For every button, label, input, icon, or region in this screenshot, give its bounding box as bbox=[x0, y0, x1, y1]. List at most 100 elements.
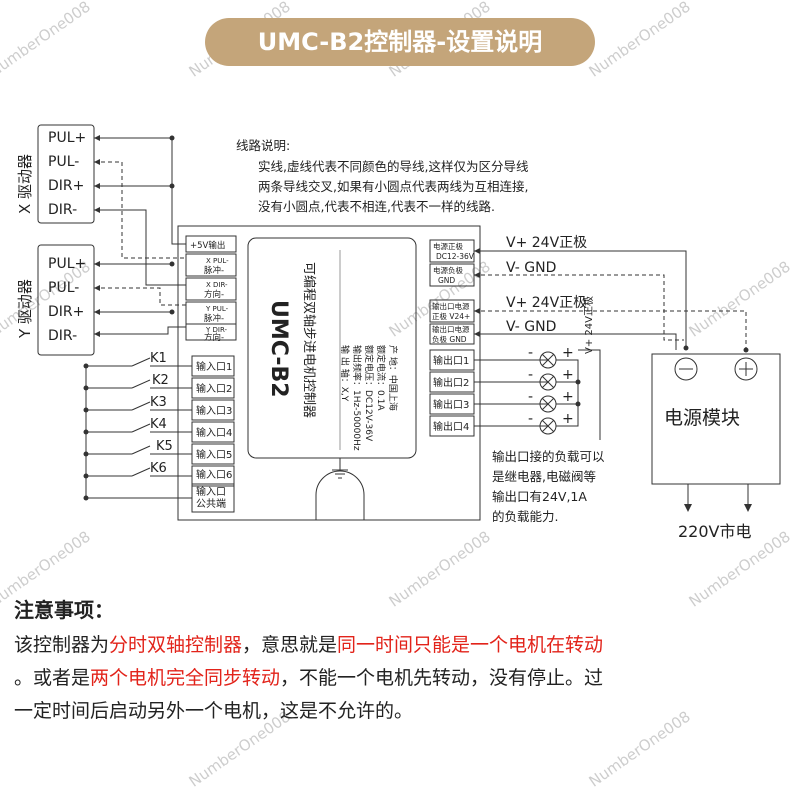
switch-wiring bbox=[83, 357, 192, 501]
terminal-label: 脉冲- bbox=[204, 313, 224, 324]
output-plus-sign: + bbox=[562, 411, 574, 427]
page-title: UMC-B2控制器-设置说明 bbox=[257, 28, 543, 56]
y-driver-label: Y 驱动器 bbox=[16, 279, 34, 339]
output-label: 输出口1 bbox=[433, 354, 469, 367]
input-common-label: 输入口 bbox=[196, 485, 226, 498]
power-label: V+ 24V正极 bbox=[506, 235, 587, 251]
input-label: 输入口1 bbox=[196, 360, 232, 373]
y-driver-box bbox=[37, 244, 95, 356]
notes-heading: 注意事项： bbox=[14, 598, 114, 622]
output-minus-sign: - bbox=[528, 389, 533, 405]
controller-spec: 输出频率：1Hz-50000Hz bbox=[351, 345, 363, 451]
mains-label: 220V市电 bbox=[678, 522, 752, 541]
terminal-label: Y PUL- bbox=[205, 305, 229, 313]
controller-spec: 额定电流：0.1A bbox=[375, 345, 387, 411]
controller-spec: 输 出 轴：X,Y bbox=[339, 345, 351, 402]
switch-label: K2 bbox=[152, 373, 169, 388]
terminal-label: X DIR- bbox=[206, 281, 228, 289]
output-label: 输出口2 bbox=[433, 376, 469, 389]
controller-spec: 产 地：中国上海 bbox=[387, 345, 399, 411]
output-label: 输出口3 bbox=[433, 398, 469, 411]
terminal-label: 方向- bbox=[204, 332, 224, 343]
notes-paragraph: 。或者是两个电机完全同步转动，不能一个电机先转动，没有停止。过 bbox=[14, 662, 790, 695]
power-minus-terminal bbox=[674, 357, 698, 381]
legend-line: 没有小圆点,代表不相连,代表不一样的线路. bbox=[258, 199, 495, 214]
notes-highlight: 分时双轴控制器 bbox=[109, 634, 243, 656]
switch-label: K4 bbox=[150, 417, 167, 432]
output-power-label: 输出口电源 bbox=[432, 324, 470, 334]
mains-wiring bbox=[684, 484, 752, 512]
input-common-label: 公共端 bbox=[196, 497, 226, 510]
title-banner bbox=[205, 18, 595, 66]
terminal-label: X PUL- bbox=[206, 257, 229, 265]
power-label: V- GND bbox=[506, 260, 556, 276]
output-minus-sign: - bbox=[528, 345, 533, 361]
driver-wiring bbox=[94, 135, 186, 337]
power-wiring bbox=[474, 248, 749, 353]
output-plus-sign: + bbox=[562, 389, 574, 405]
controller-name: 可编程双轴步进电机控制器 bbox=[301, 262, 316, 418]
input-label: 输入口2 bbox=[196, 382, 232, 395]
load-note: 输出口有24V,1A bbox=[492, 489, 587, 504]
switch-label: K6 bbox=[150, 461, 167, 476]
load-note: 是继电器,电磁阀等 bbox=[492, 469, 596, 484]
legend-line: 实线,虚线代表不同颜色的导线,这样仅为区分导线 bbox=[258, 159, 529, 174]
y-driver-pin: PUL+ bbox=[48, 256, 86, 272]
power-in-label: 电源负极 bbox=[433, 265, 463, 275]
x-driver-pin: DIR- bbox=[48, 202, 77, 218]
legend-line: 两条导线交叉,如果有小圆点代表两线为互相连接, bbox=[258, 179, 528, 194]
notes-section: 注意事项： 该控制器为分时双轴控制器，意思就是同一时间只能是一个电机在转动 。或… bbox=[14, 594, 790, 728]
notes-highlight: 同一时间只能是一个电机在转动 bbox=[337, 634, 604, 656]
output-power-label: 负极 GND bbox=[432, 334, 467, 344]
notes-text: 该控制器为 bbox=[14, 634, 110, 656]
notes-text: ，不能一个电机先转动，没有停止。过 bbox=[280, 667, 604, 689]
output-loads bbox=[474, 349, 601, 440]
controller-module bbox=[247, 237, 417, 459]
x-driver-box bbox=[37, 124, 95, 224]
controller-model: UMC-B2 bbox=[266, 300, 291, 398]
notes-text: 一定时间后启动另外一个电机，这是不允许的。 bbox=[14, 700, 414, 722]
notes-text: ，意思就是 bbox=[242, 634, 338, 656]
switch-label: K1 bbox=[150, 351, 167, 366]
switch-label: K5 bbox=[156, 439, 173, 454]
x-driver-label: X 驱动器 bbox=[16, 154, 34, 214]
power-label: V- GND bbox=[506, 319, 556, 335]
driver-terminals bbox=[185, 235, 237, 341]
output-label: 输出口4 bbox=[433, 420, 469, 433]
x-driver-pin: DIR+ bbox=[48, 178, 84, 194]
terminal-label: Y DIR- bbox=[205, 326, 228, 334]
output-minus-sign: - bbox=[528, 367, 533, 383]
mount-slot bbox=[315, 470, 365, 520]
ground-symbol bbox=[332, 458, 348, 479]
legend-title: 线路说明: bbox=[236, 138, 290, 153]
output-plus-sign: + bbox=[562, 367, 574, 383]
input-label: 输入口3 bbox=[196, 404, 232, 417]
power-plus-terminal bbox=[734, 357, 758, 381]
power-in-label: DC12-36V bbox=[436, 252, 475, 261]
x-driver-pin: PUL+ bbox=[48, 130, 86, 146]
power-module-box bbox=[651, 353, 781, 485]
notes-highlight: 两个电机完全同步转动 bbox=[90, 667, 281, 689]
x-driver-pin: PUL- bbox=[48, 154, 79, 170]
load-v24-label: V+ 24V正极 bbox=[582, 296, 595, 354]
y-driver-pin: DIR- bbox=[48, 328, 77, 344]
terminal-label: 方向- bbox=[204, 289, 224, 300]
load-note: 的负载能力. bbox=[492, 509, 558, 524]
output-power-label: 正极 V24+ bbox=[432, 311, 470, 321]
input-label: 输入口5 bbox=[196, 448, 232, 461]
y-driver-pin: PUL- bbox=[48, 280, 79, 296]
switch-label: K3 bbox=[150, 395, 167, 410]
power-module-label: 电源模块 bbox=[664, 407, 740, 429]
terminal-5v: +5V输出 bbox=[190, 240, 225, 251]
power-label: V+ 24V正极 bbox=[506, 295, 587, 311]
controller-enclosure bbox=[177, 225, 481, 521]
output-power-label: 输出口电源 bbox=[432, 301, 470, 311]
terminal-label: 脉冲- bbox=[204, 265, 224, 276]
output-minus-sign: - bbox=[528, 411, 533, 427]
notes-paragraph: 该控制器为分时双轴控制器，意思就是同一时间只能是一个电机在转动 bbox=[14, 629, 790, 662]
input-label: 输入口6 bbox=[196, 468, 232, 481]
load-note: 输出口接的负载可以 bbox=[492, 449, 605, 464]
notes-paragraph: 一定时间后启动另外一个电机，这是不允许的。 bbox=[14, 695, 790, 728]
power-in-label: GND bbox=[438, 276, 455, 285]
